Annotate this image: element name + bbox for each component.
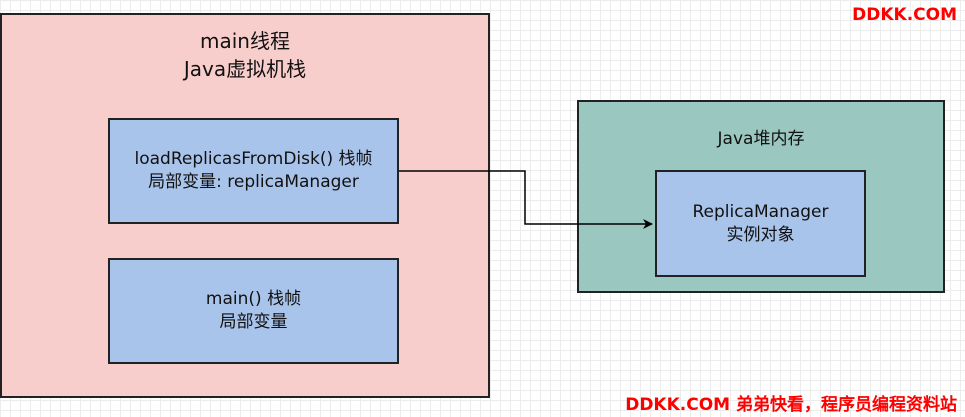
heap-object-replicamanager: ReplicaManager 实例对象	[655, 170, 866, 277]
frame-method: loadReplicasFromDisk() 栈帧	[134, 149, 373, 169]
frame-local-variable: 局部变量	[219, 312, 288, 332]
heap-object-label: ReplicaManager 实例对象	[657, 201, 864, 247]
watermark-logo: DDKK.COM	[852, 5, 957, 25]
object-kind: 实例对象	[726, 224, 795, 245]
watermark-banner: DDKK.COM 弟弟快看，程序员编程资料站	[625, 395, 957, 415]
reference-arrow-line	[399, 170, 653, 229]
stack-name: Java虚拟机栈	[183, 57, 307, 81]
frame-local-variable: 局部变量: replicaManager	[148, 172, 359, 192]
stack-frame-label: main() 栈帧 局部变量	[110, 288, 397, 334]
stack-frame-loadreplicas: loadReplicasFromDisk() 栈帧 局部变量: replicaM…	[108, 118, 399, 224]
stack-frame-label: loadReplicasFromDisk() 栈帧 局部变量: replicaM…	[110, 148, 397, 194]
object-class-name: ReplicaManager	[692, 201, 829, 222]
heap-title: Java堆内存	[717, 129, 805, 149]
frame-method: main() 栈帧	[205, 289, 302, 309]
stack-frame-main: main() 栈帧 局部变量	[108, 258, 399, 364]
jvm-stack-title: main线程 Java虚拟机栈	[2, 27, 488, 83]
thread-name: main线程	[200, 29, 290, 53]
